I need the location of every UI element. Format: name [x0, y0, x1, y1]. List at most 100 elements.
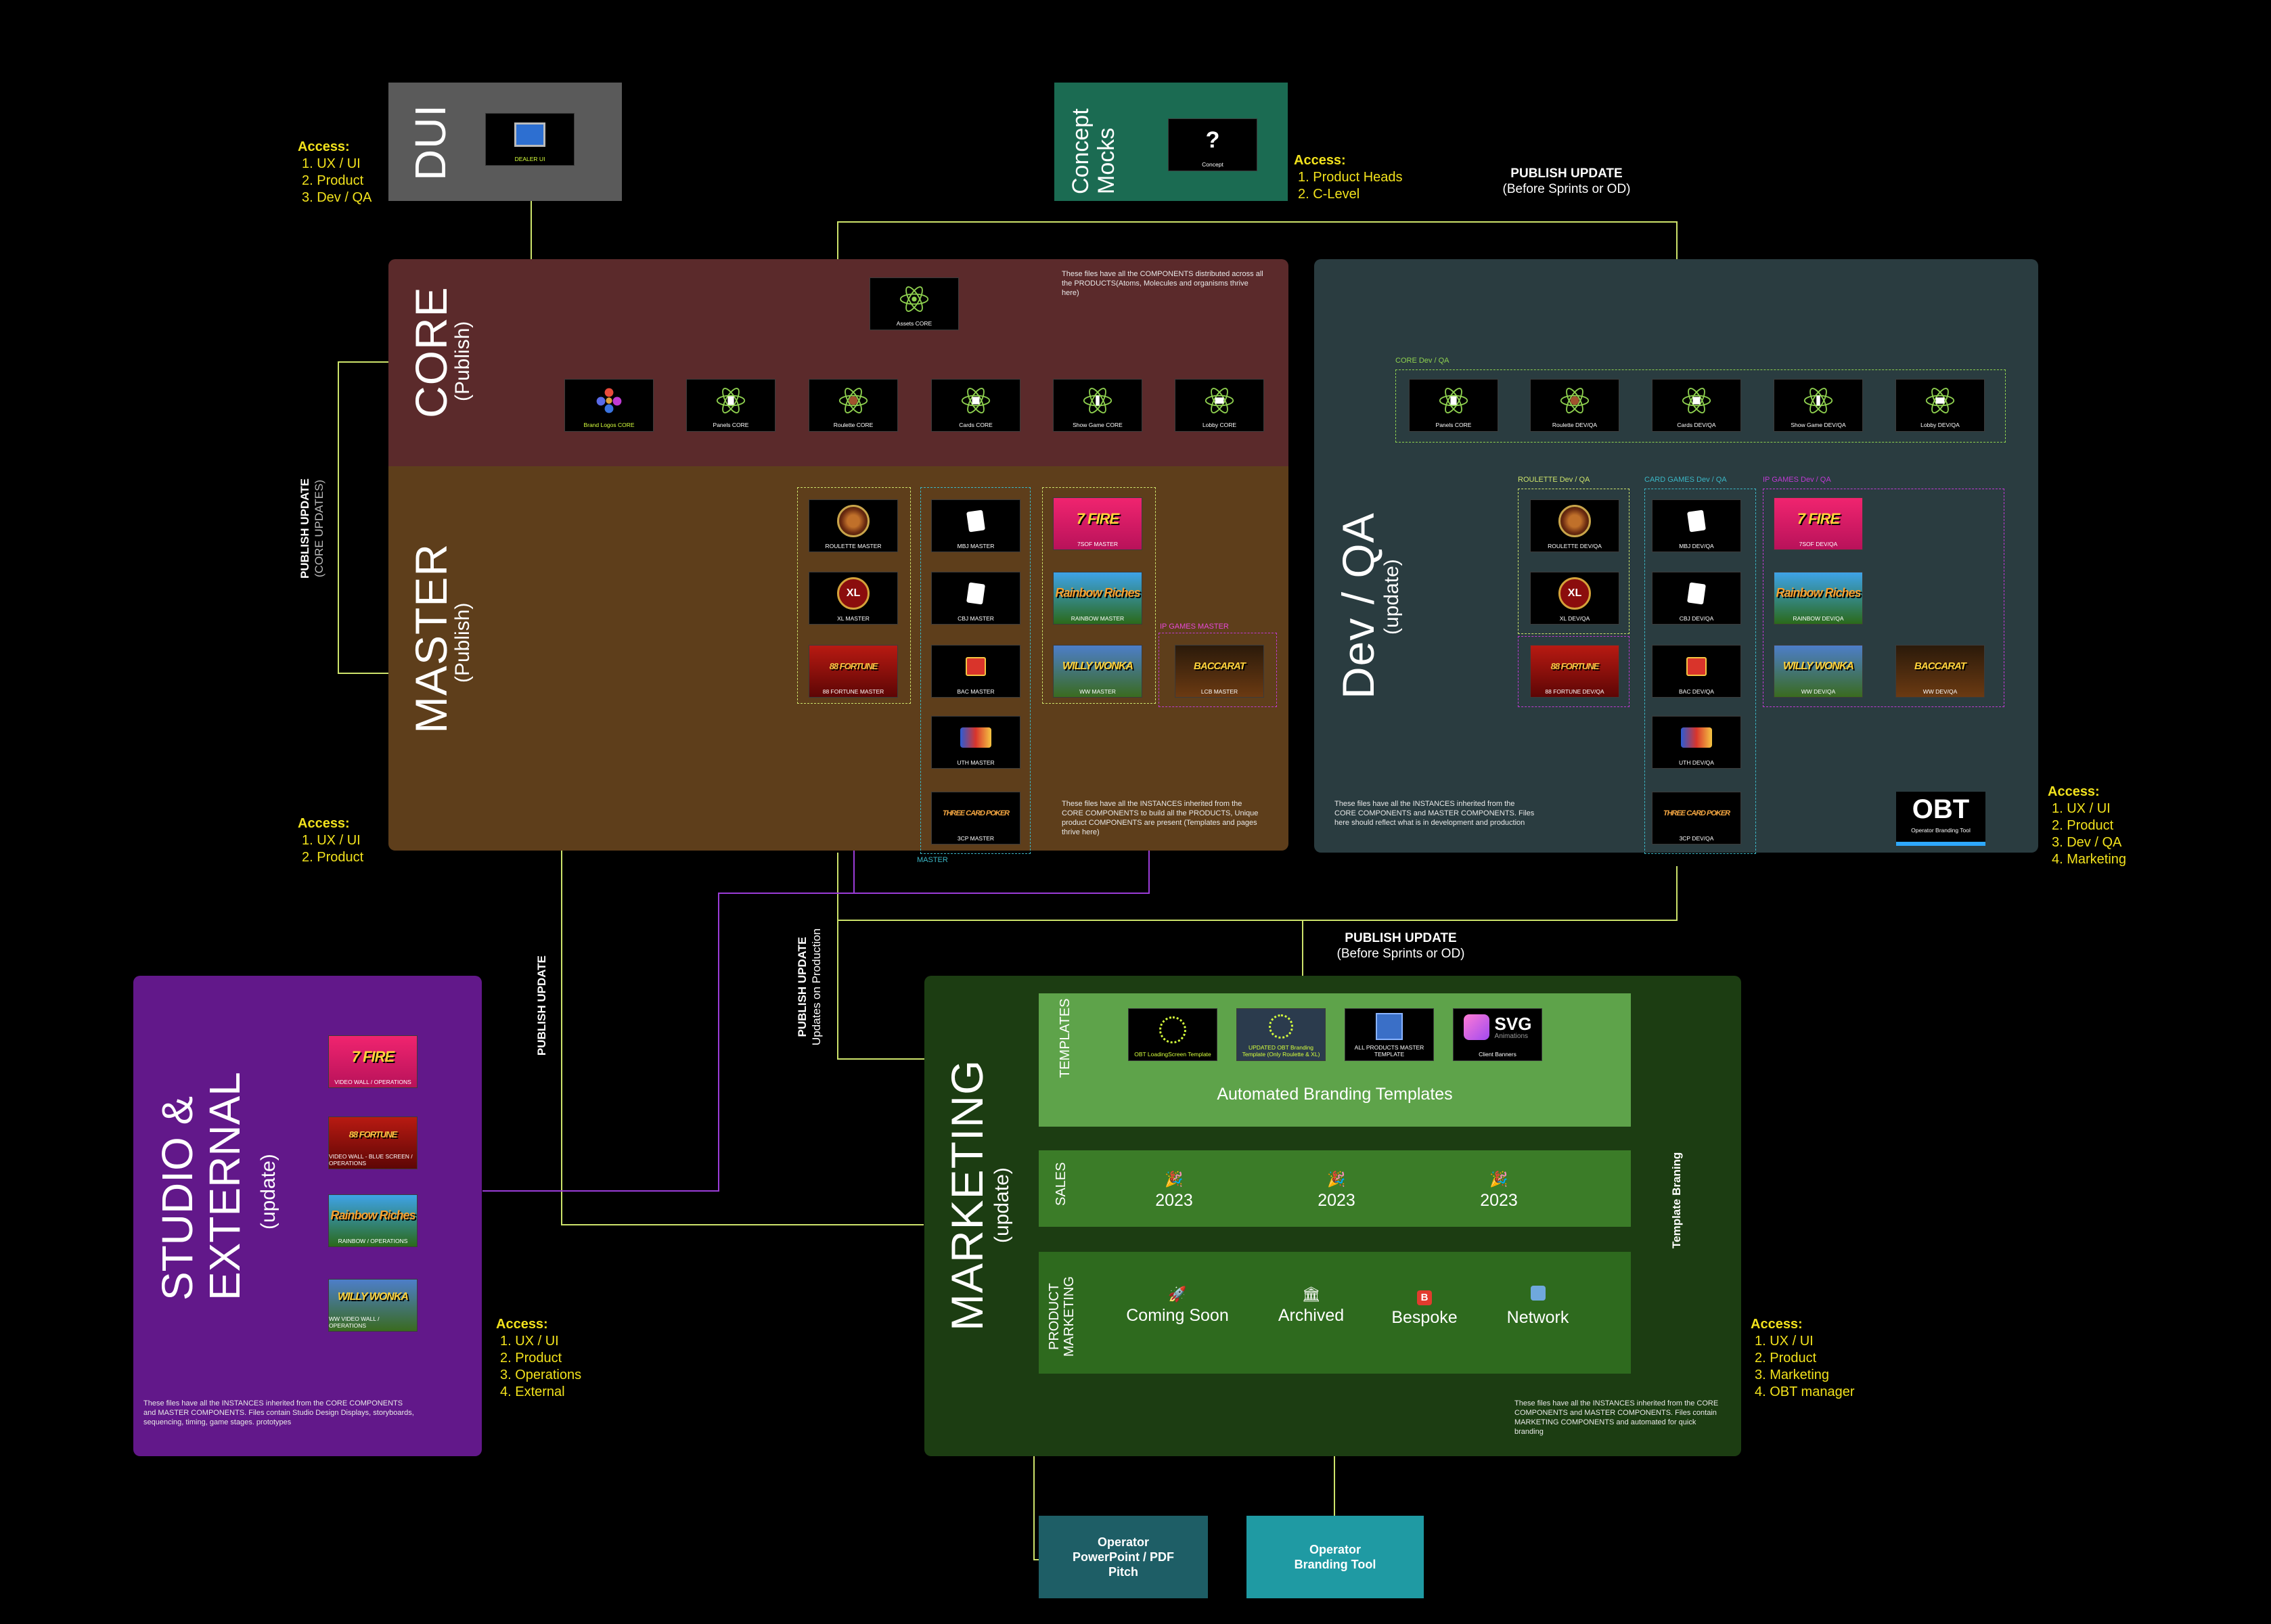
core-tile-roulette[interactable]: Roulette CORE — [809, 379, 898, 432]
core-sub: (Publish) — [451, 321, 474, 401]
core-tile-brand-logos[interactable]: Brand Logos CORE — [564, 379, 654, 432]
devqa-tile-panels[interactable]: Panels CORE — [1409, 379, 1498, 432]
atom-icon — [716, 388, 746, 413]
lucky-cat-logo: BACCARAT — [1194, 660, 1246, 672]
cards-devqa-label: CARD GAMES Dev / QA — [1644, 476, 1727, 484]
mbj-master-tile[interactable]: MBJ MASTER — [931, 499, 1020, 552]
core-note: These files have all the COMPONENTS dist… — [1062, 270, 1263, 297]
mbj-devqa-tile[interactable]: MBJ DEV/QA — [1652, 499, 1741, 552]
xl-master-tile[interactable]: XL XL MASTER — [809, 572, 898, 625]
bac-master-tile[interactable]: BAC MASTER — [931, 645, 1020, 698]
cards-master-group — [920, 487, 1031, 854]
devqa-tile-roulette[interactable]: Roulette DEV/QA — [1530, 379, 1619, 432]
bac-devqa-tile[interactable]: BAC DEV/QA — [1652, 645, 1741, 698]
monitor-icon — [514, 122, 545, 147]
rainbow-riches-logo: Rainbow Riches — [330, 1209, 415, 1222]
template-tile-svg[interactable]: SVG Animations Client Banners — [1453, 1008, 1542, 1061]
devqa-access: Access: 1. UX / UI 2. Product 3. Dev / Q… — [2048, 784, 2127, 867]
template-tile-loading[interactable]: OBT LoadingScreen Template — [1128, 1008, 1217, 1061]
7sof-devqa-tile[interactable]: 7 FIRE 7SOF DEV/QA — [1774, 497, 1863, 550]
cbj-master-tile[interactable]: CBJ MASTER — [931, 572, 1020, 625]
pm-item-network[interactable]: Network — [1499, 1286, 1577, 1328]
atom-icon — [961, 388, 991, 413]
lcb-devqa-tile[interactable]: BACCARAT WW DEV/QA — [1895, 645, 1985, 698]
cards-icon — [966, 581, 985, 605]
core-tile-cards[interactable]: Cards CORE — [931, 379, 1020, 432]
pm-item-archived[interactable]: 🏛Archived — [1272, 1286, 1350, 1326]
dui-panel: DUI DEALER UI — [388, 83, 622, 201]
cards-icon — [1687, 581, 1706, 605]
uth-devqa-tile[interactable]: UTH DEV/QA — [1652, 716, 1741, 769]
concept-mocks-panel: Concept Mocks ? Concept — [1054, 83, 1288, 201]
network-icon — [1530, 1286, 1546, 1301]
roulette-master-group — [797, 487, 911, 704]
88-fortune-logo: 88 FORTUNE — [1550, 661, 1600, 671]
product-marketing-label: PRODUCT MARKETING — [1047, 1276, 1077, 1357]
ww-master-tile[interactable]: WILLY WONKA WW MASTER — [1053, 645, 1142, 698]
studio-tile-7fire[interactable]: 7 FIRE VIDEO WALL / OPERATIONS — [328, 1035, 418, 1088]
devqa-tile-show-game[interactable]: Show Game DEV/QA — [1774, 379, 1863, 432]
shows-master-group — [1042, 487, 1156, 704]
pm-item-coming-soon[interactable]: 🚀Coming Soon — [1123, 1286, 1232, 1326]
template-branding-label: Template Braning — [1670, 1152, 1683, 1248]
willy-wonka-logo: WILLY WONKA — [1062, 660, 1133, 672]
product-marketing-row: PRODUCT MARKETING — [1039, 1252, 1631, 1374]
studio-tile-rainbow[interactable]: Rainbow Riches RAINBOW / OPERATIONS — [328, 1194, 418, 1247]
roulette-wheel-icon — [837, 504, 870, 537]
uth-master-tile[interactable]: UTH MASTER — [931, 716, 1020, 769]
sales-item-3[interactable]: 🎉2023 — [1475, 1171, 1523, 1211]
bespoke-b-icon: B — [1417, 1290, 1432, 1305]
3cp-devqa-tile[interactable]: THREE CARD POKER 3CP DEV/QA — [1652, 792, 1741, 844]
xl-devqa-tile[interactable]: XL XL DEV/QA — [1530, 572, 1619, 625]
dealer-ui-tile[interactable]: DEALER UI — [485, 113, 575, 166]
88-fortune-logo: 88 FORTUNE — [829, 661, 878, 671]
devqa-tile-cards[interactable]: Cards DEV/QA — [1652, 379, 1741, 432]
studio-tile-88-fortune[interactable]: 88 FORTUNE VIDEO WALL - BLUE SCREEN / OP… — [328, 1116, 418, 1169]
atom-icon — [1560, 388, 1590, 413]
7sof-master-tile[interactable]: 7 FIRE 7SOF MASTER — [1053, 497, 1142, 550]
cards-icon — [1687, 509, 1706, 533]
7-fire-logo: 7 FIRE — [351, 1047, 395, 1065]
sales-item-2[interactable]: 🎉2023 — [1313, 1171, 1360, 1211]
publish-update-studio: PUBLISH UPDATE — [535, 955, 548, 1056]
studio-title: STUDIO & EXTERNAL — [153, 1072, 249, 1301]
cbj-devqa-tile[interactable]: CBJ DEV/QA — [1652, 572, 1741, 625]
publish-update-top: PUBLISH UPDATE(Before Sprints or OD) — [1502, 166, 1631, 196]
obt-tile[interactable]: OBT Operator Branding Tool — [1896, 792, 1985, 846]
sales-item-1[interactable]: 🎉2023 — [1150, 1171, 1198, 1211]
ip-master-label: IP GAMES MASTER — [1160, 623, 1229, 631]
88-fortune-logo: 88 FORTUNE — [348, 1129, 398, 1140]
rainbow-master-tile[interactable]: Rainbow Riches RAINBOW MASTER — [1053, 572, 1142, 625]
core-tile-show-game[interactable]: Show Game CORE — [1053, 379, 1142, 432]
sales-row: SALES — [1039, 1150, 1631, 1227]
rainbow-devqa-tile[interactable]: Rainbow Riches RAINBOW DEV/QA — [1774, 572, 1863, 625]
operator-pitch-button[interactable]: Operator PowerPoint / PDF Pitch — [1039, 1516, 1208, 1598]
studio-tile-ww[interactable]: WILLY WONKA WW VIDEO WALL / OPERATIONS — [328, 1279, 418, 1332]
concept-tile[interactable]: ? Concept — [1168, 118, 1257, 171]
devqa-tile-lobby[interactable]: Lobby DEV/QA — [1895, 379, 1985, 432]
core-tile-panels[interactable]: Panels CORE — [686, 379, 775, 432]
marketing-title: MARKETING — [942, 1059, 992, 1331]
atom-icon — [1925, 388, 1955, 413]
88-fortune-master-tile[interactable]: 88 FORTUNE 88 FORTUNE MASTER — [809, 645, 898, 698]
operator-branding-tool-button[interactable]: Operator Branding Tool — [1246, 1516, 1424, 1598]
template-tile-obt-branding[interactable]: UPDATED OBT Branding Template (Only Roul… — [1236, 1008, 1326, 1061]
roulette-master-tile[interactable]: ROULETTE MASTER — [809, 499, 898, 552]
core-tile-lobby[interactable]: Lobby CORE — [1175, 379, 1264, 432]
3cp-master-tile[interactable]: THREE CARD POKER 3CP MASTER — [931, 792, 1020, 844]
loading-ring-icon — [1269, 1014, 1293, 1039]
assets-core-tile[interactable]: Assets CORE — [870, 277, 959, 330]
core-title: CORE — [406, 286, 456, 418]
ww-devqa-tile[interactable]: WILLY WONKA WW DEV/QA — [1774, 645, 1863, 698]
atom-icon — [838, 388, 868, 413]
roulette-devqa-tile[interactable]: ROULETTE DEV/QA — [1530, 499, 1619, 552]
atom-icon — [1439, 388, 1468, 413]
uth-chips-icon — [1681, 727, 1712, 748]
dui-access: Access: 1. UX / UI 2. Product 3. Dev / Q… — [298, 139, 372, 205]
88-fortune-devqa-tile[interactable]: 88 FORTUNE 88 FORTUNE DEV/QA — [1530, 645, 1619, 698]
lcb-master-tile[interactable]: BACCARAT LCB MASTER — [1175, 645, 1264, 698]
master-access: Access: 1. UX / UI 2. Product — [298, 816, 364, 865]
svg-sub: Animations — [1494, 1032, 1528, 1040]
template-tile-all-products[interactable]: ALL PRODUCTS MASTER TEMPLATE — [1345, 1008, 1434, 1061]
